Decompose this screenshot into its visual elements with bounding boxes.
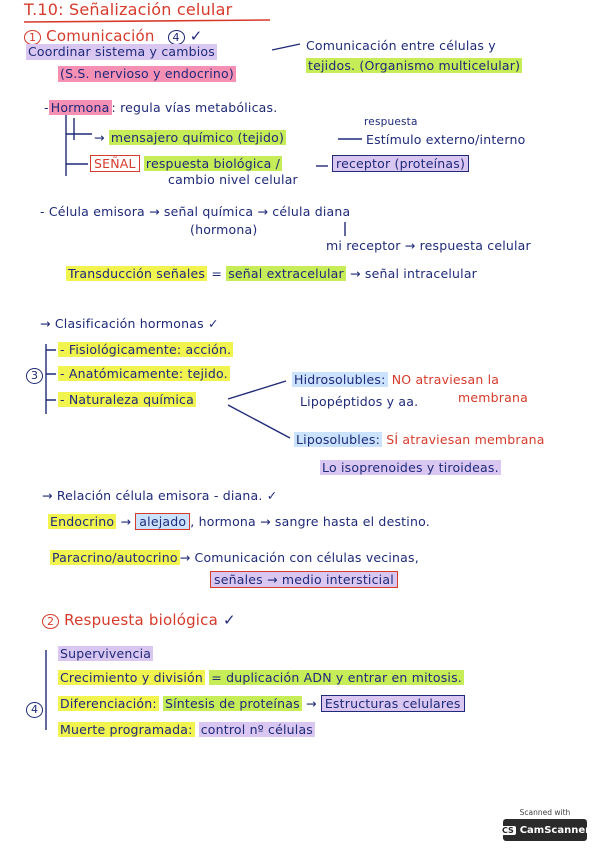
section-2-number: 2 [42, 614, 60, 629]
comm-line: Comunicación entre células y [306, 38, 496, 53]
hormona-line: -Hormona: regula vías metabólicas. [44, 100, 278, 115]
hormona-value: : regula vías metabólicas. [111, 100, 278, 115]
sistemas-line: (S.S. nervioso y endocrino) [58, 66, 236, 82]
crecimiento-line: Crecimiento y división = duplicación ADN… [58, 670, 464, 685]
section-1-label: Comunicación [46, 27, 155, 45]
hormona-key: Hormona [48, 100, 112, 115]
lipopeptidos-line: Lipopéptidos y aa. [300, 394, 419, 409]
tejidos-line: tejidos. (Organismo multicelular) [306, 58, 523, 73]
camscanner-logo-icon: CS [499, 825, 516, 835]
stamp-top-text: Scanned with [519, 808, 571, 817]
stamp-brand: CamScanner [519, 824, 591, 836]
page-title: T.10: Señalización celular [24, 0, 233, 19]
clasif-number: 3 [26, 368, 44, 384]
diferenciacion-line: Diferenciación: Síntesis de proteínas → … [58, 695, 465, 712]
check-mark: ✓ [189, 27, 203, 45]
clasif-item-3: - Naturaleza química [58, 392, 196, 407]
section-1-number: 1 [24, 30, 42, 45]
supervivencia-line: Supervivencia [58, 646, 154, 661]
senal-line: SEÑAL respuesta biológica / [90, 155, 283, 172]
section-2-header: 2 Respuesta biológica ✓ [42, 612, 236, 630]
muerte-line: Muerte programada: control nº células [58, 722, 316, 737]
section-2-label: Respuesta biológica [64, 611, 219, 629]
cambio-line: cambio nivel celular [168, 172, 298, 187]
section-1-header: 1 Comunicación 4 ✓ [24, 28, 202, 46]
endocrino-line: Endocrino → alejado, hormona → sangre ha… [48, 513, 430, 530]
membrana-word: membrana [458, 390, 528, 405]
emisora-line: - Célula emisora → señal química → célul… [40, 204, 351, 219]
mensajero-line: → mensajero químico (tejido) [94, 130, 287, 145]
hidrosolubles-line: Hidrosolubles: NO atraviesan la [292, 372, 500, 387]
hormona-parentheses: (hormona) [190, 222, 258, 237]
transduccion-line: Transducción señales = señal extracelula… [66, 266, 478, 281]
isoprenoides-line: Lo isoprenoides y tiroideas. [320, 460, 501, 475]
senal-box: SEÑAL [90, 155, 140, 172]
clasif-item-1: - Fisiológicamente: acción. [58, 342, 234, 357]
relacion-header: → Relación célula emisora - diana. ✓ [42, 488, 278, 503]
liposolubles-line: Liposolubles: SÍ atraviesan membrana [294, 432, 545, 447]
paracrino-line: Paracrino/autocrino→ Comunicación con cé… [50, 550, 419, 565]
clasif-item-2: - Anatómicamente: tejido. [58, 366, 230, 381]
mi-receptor-line: mi receptor → respuesta celular [326, 238, 531, 253]
respuesta-note: respuesta [364, 116, 418, 128]
receptor-line: receptor (proteínas) [332, 155, 470, 172]
clasif-header: → Clasificación hormonas ✓ [40, 316, 219, 331]
coord-line: Coordinar sistema y cambios [26, 44, 217, 60]
senales-line: señales → medio intersticial [210, 571, 398, 588]
section-1-mark: 4 [167, 30, 185, 45]
estimulo-line: Estímulo externo/interno [366, 132, 526, 147]
section-2-side-number: 4 [26, 702, 44, 718]
